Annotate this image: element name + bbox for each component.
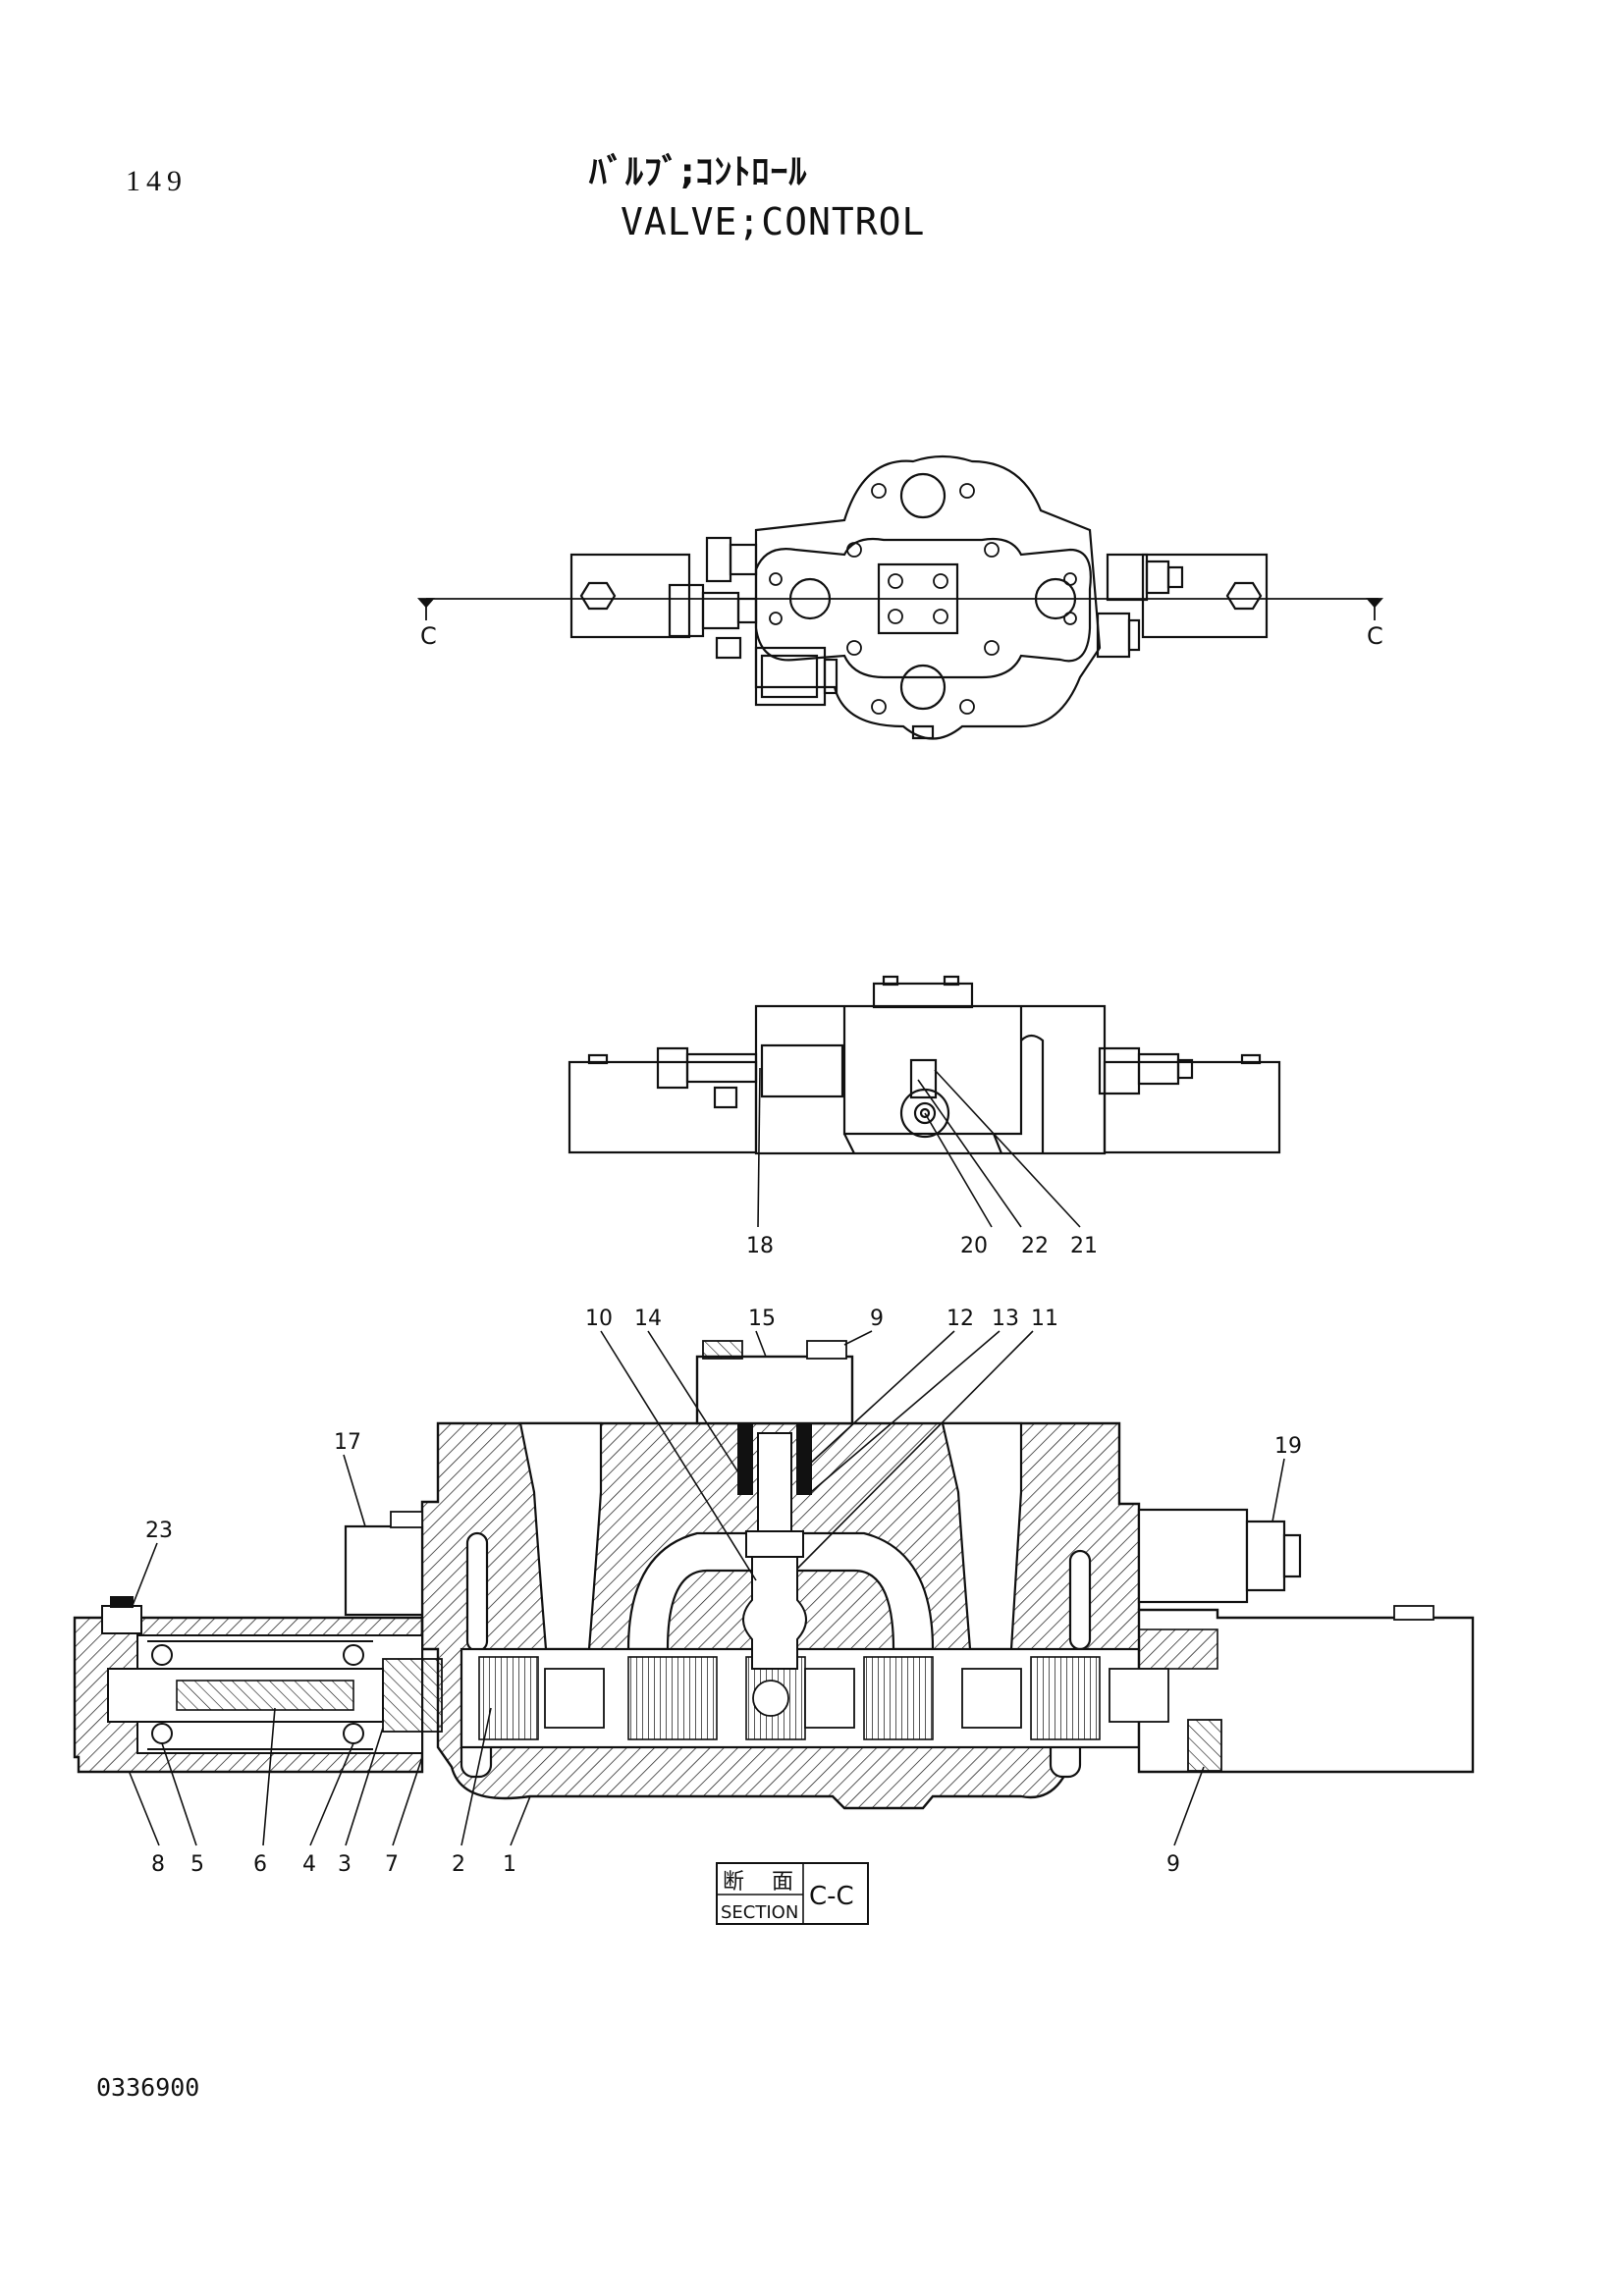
callout-6: 6: [253, 1852, 267, 1877]
section-mark-left: C: [420, 622, 437, 650]
top-body-outline: [754, 454, 1102, 740]
passage-slot-l: [465, 1531, 489, 1653]
fitting-left-upper: [705, 536, 732, 583]
top-left-bar: [569, 553, 691, 639]
fitting-17: [344, 1524, 424, 1617]
front-small-plate: [909, 1058, 938, 1099]
callout-15: 15: [748, 1307, 776, 1331]
callout-8: 8: [151, 1852, 165, 1877]
fitting-right-lower: [1096, 612, 1131, 659]
callout-12: 12: [947, 1307, 974, 1331]
callout-11: 11: [1031, 1307, 1058, 1331]
section-leaders: [129, 1330, 1285, 1846]
section-line-cc: [417, 598, 1383, 620]
callout-17: 17: [334, 1430, 361, 1455]
callout-21: 21: [1070, 1234, 1098, 1258]
front-body: [754, 1004, 1107, 1155]
front-leaders: [757, 1067, 1081, 1228]
title-english: VALVE;CONTROL: [621, 200, 926, 243]
callout-9-top: 9: [870, 1307, 884, 1331]
section-label-kanji-1: 断: [723, 1870, 744, 1895]
port-top: [899, 472, 947, 519]
section-label-id: C-C: [809, 1882, 854, 1911]
port-bottom: [899, 664, 947, 711]
callout-3: 3: [338, 1852, 352, 1877]
fitting-right-upper: [1106, 553, 1149, 602]
top-inner-flange: [754, 537, 1092, 679]
plug-9-top: [702, 1340, 743, 1360]
fitting-left-mid: [668, 583, 705, 638]
section-label-word: SECTION: [721, 1902, 798, 1923]
callout-23: 23: [145, 1519, 173, 1543]
callout-1: 1: [503, 1852, 516, 1877]
callout-14: 14: [634, 1307, 662, 1331]
plug-9-bottom: [1187, 1719, 1222, 1772]
front-top-plate: [872, 982, 974, 1009]
title-japanese: ﾊﾞﾙﾌﾞ;ｺﾝﾄﾛｰﾙ: [589, 152, 808, 192]
passage-slot-r: [1068, 1549, 1092, 1651]
front-view: [568, 975, 1281, 1155]
right-end-cap: [1109, 1605, 1475, 1774]
callout-13: 13: [992, 1307, 1019, 1331]
spring-cap-8: [73, 1596, 443, 1774]
spool-2: [478, 1656, 1101, 1740]
callout-4: 4: [302, 1852, 316, 1877]
callout-9-bottom: 9: [1166, 1852, 1180, 1877]
section-mark-right: C: [1367, 622, 1383, 650]
hex-nut-left: [579, 581, 617, 611]
callout-5: 5: [190, 1852, 204, 1877]
bolt-23: [101, 1605, 142, 1634]
section-view: [73, 1340, 1475, 1810]
drawing-number: 0336900: [96, 2073, 200, 2102]
top-view: [569, 454, 1269, 740]
fitting-19: [1137, 1508, 1302, 1604]
hex-nut-right: [1225, 581, 1263, 611]
callout-7: 7: [385, 1852, 399, 1877]
section-label: 断 面 SECTION C-C: [716, 1862, 869, 1925]
callout-22: 22: [1021, 1234, 1049, 1258]
top-cover-15: [695, 1355, 854, 1425]
callout-20: 20: [960, 1234, 988, 1258]
top-right-bar: [1141, 553, 1269, 639]
center-stem: [737, 1424, 812, 1670]
callout-2: 2: [452, 1852, 465, 1877]
callout-18: 18: [746, 1234, 774, 1258]
page-number: 149: [126, 165, 188, 197]
callout-19: 19: [1274, 1434, 1302, 1459]
section-label-kanji-2: 面: [772, 1870, 793, 1895]
spring-seat-3: [382, 1658, 443, 1733]
callout-10: 10: [585, 1307, 613, 1331]
